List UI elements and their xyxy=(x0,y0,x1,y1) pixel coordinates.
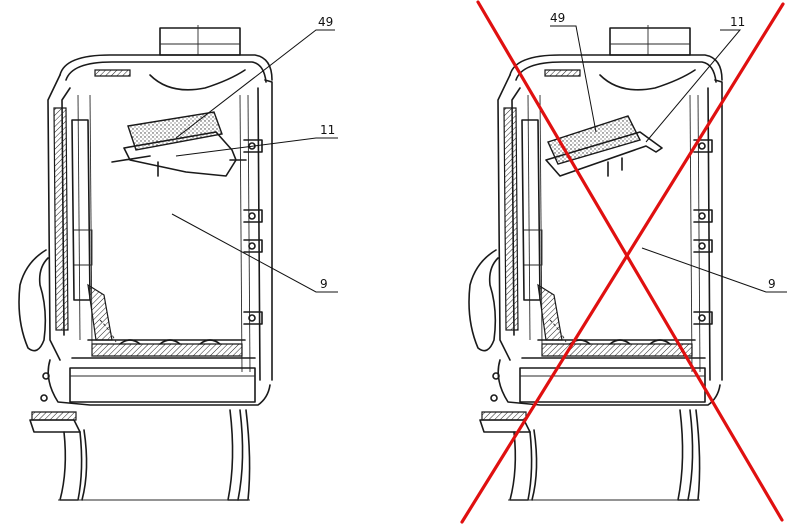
label-9-right: 9 xyxy=(768,277,776,291)
label-49-right: 49 xyxy=(550,11,565,25)
part-11-baffle-plate xyxy=(545,131,663,177)
stove-section-correct: 49 11 9 xyxy=(18,15,338,501)
stove-body-left xyxy=(18,24,273,501)
leader-11-right xyxy=(645,29,742,143)
label-49-left: 49 xyxy=(318,15,333,29)
label-11-right: 11 xyxy=(730,15,745,29)
stove-section-incorrect: 49 11 9 xyxy=(468,11,787,501)
part-49-baffle-brick xyxy=(127,111,223,151)
part-11-supports xyxy=(111,155,247,177)
part-11-supports xyxy=(607,157,623,177)
leader-49-left xyxy=(175,29,335,139)
label-9-left: 9 xyxy=(320,277,328,291)
red-x-cross xyxy=(460,0,785,524)
cross-stroke-2 xyxy=(460,2,785,524)
part-11-baffle-plate xyxy=(123,131,237,177)
cross-stroke-1 xyxy=(476,0,784,522)
leader-9-left xyxy=(171,213,338,293)
leader-49-right xyxy=(550,25,597,133)
leader-9-right xyxy=(641,247,787,293)
leader-11-left xyxy=(175,137,338,157)
label-11-left: 11 xyxy=(320,123,335,137)
